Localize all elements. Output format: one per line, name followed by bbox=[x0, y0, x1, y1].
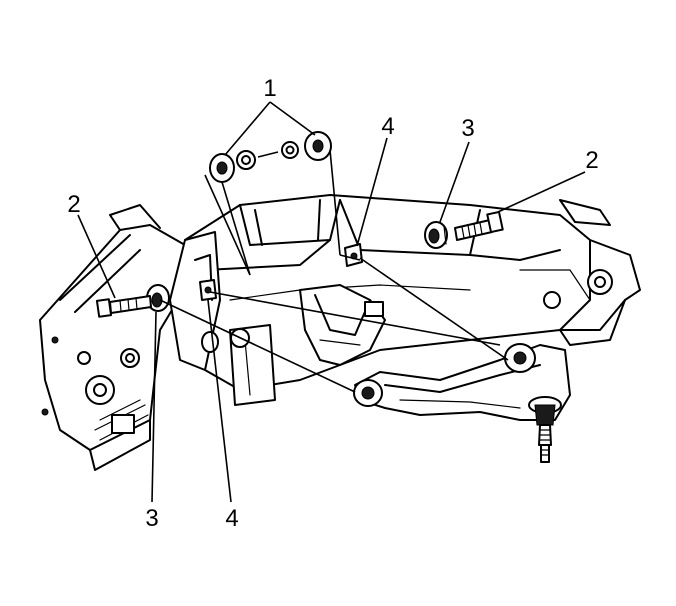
nut-right bbox=[424, 221, 448, 249]
bolt-right bbox=[454, 210, 504, 241]
callout-nut-left: 3 bbox=[145, 505, 158, 532]
callout-bracket-top: 4 bbox=[381, 113, 394, 140]
washer-group bbox=[209, 131, 332, 183]
callout-leaders bbox=[77, 101, 586, 503]
washer-left-outer bbox=[209, 153, 235, 183]
center-mount-bracket bbox=[299, 284, 386, 366]
callout-labels: 1 2 2 3 3 4 4 bbox=[67, 75, 598, 532]
callout-washers: 1 bbox=[263, 75, 276, 102]
cam-bracket-top bbox=[344, 243, 363, 267]
callout-bolt-left: 2 bbox=[67, 191, 80, 218]
callout-nut-right: 3 bbox=[461, 115, 474, 142]
cam-bracket-bottom bbox=[199, 279, 217, 301]
left-frame-rail bbox=[39, 204, 191, 471]
washer-right-inner bbox=[281, 141, 299, 159]
washer-left-inner bbox=[236, 150, 256, 170]
callout-bolt-right: 2 bbox=[585, 147, 598, 174]
bolt-left bbox=[95, 295, 152, 318]
exploded-view-guides bbox=[159, 149, 509, 393]
lower-control-arm bbox=[353, 343, 571, 463]
callout-bracket-bottom: 4 bbox=[225, 505, 238, 532]
left-mount-plate bbox=[169, 231, 276, 406]
crossmember bbox=[184, 194, 641, 391]
washer-right-outer bbox=[304, 131, 332, 161]
